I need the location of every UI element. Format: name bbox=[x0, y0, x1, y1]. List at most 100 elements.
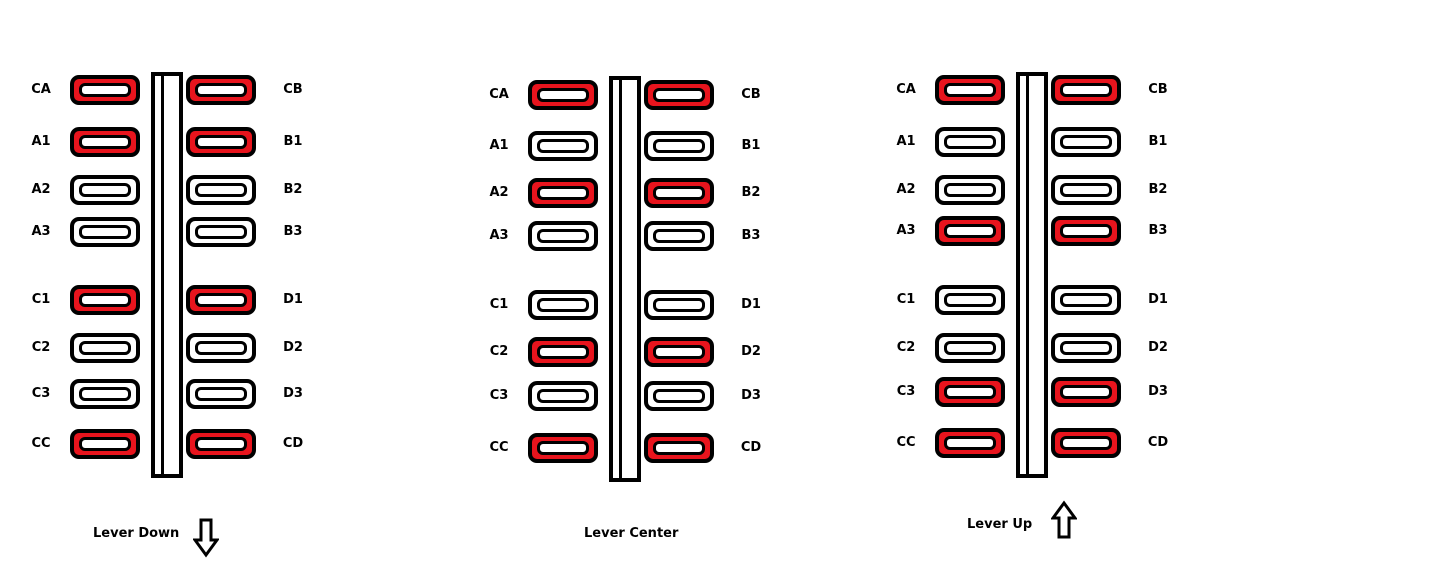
contact-c2 bbox=[528, 337, 598, 367]
contact-label: CD bbox=[740, 440, 762, 455]
contact-label: C3 bbox=[31, 386, 51, 401]
contact-c3 bbox=[70, 379, 140, 409]
contact-a2 bbox=[528, 178, 598, 208]
contact-c2 bbox=[935, 333, 1005, 363]
contact-c1 bbox=[528, 290, 598, 320]
contact-cd bbox=[1051, 428, 1121, 458]
contact-label: B3 bbox=[1148, 223, 1168, 238]
contact-label: D2 bbox=[741, 344, 761, 359]
contact-label: A2 bbox=[31, 182, 51, 197]
contact-label: CB bbox=[1148, 82, 1168, 97]
contact-b2 bbox=[1051, 175, 1121, 205]
contact-cd bbox=[186, 429, 256, 459]
contact-b1 bbox=[186, 127, 256, 157]
contact-d2 bbox=[644, 337, 714, 367]
contact-a3 bbox=[935, 216, 1005, 246]
contact-label: CD bbox=[1147, 435, 1169, 450]
contact-a1 bbox=[70, 127, 140, 157]
contact-label: A2 bbox=[489, 185, 509, 200]
contact-b1 bbox=[1051, 127, 1121, 157]
contact-ca bbox=[935, 75, 1005, 105]
contact-label: C1 bbox=[489, 297, 509, 312]
contact-cb bbox=[644, 80, 714, 110]
contact-label: A3 bbox=[489, 228, 509, 243]
contact-label: CD bbox=[282, 436, 304, 451]
contact-cb bbox=[186, 75, 256, 105]
lever-position-caption: Lever Up bbox=[967, 517, 1033, 532]
contact-a2 bbox=[935, 175, 1005, 205]
contact-label: CC bbox=[489, 440, 509, 455]
contact-label: B2 bbox=[741, 185, 761, 200]
contact-label: C2 bbox=[896, 340, 916, 355]
contact-label: CA bbox=[31, 82, 51, 97]
contact-a2 bbox=[70, 175, 140, 205]
contact-d1 bbox=[186, 285, 256, 315]
contact-label: D3 bbox=[283, 386, 303, 401]
lever-position-caption: Lever Center bbox=[584, 526, 679, 541]
contact-label: D3 bbox=[1148, 384, 1168, 399]
contact-cc bbox=[935, 428, 1005, 458]
contact-label: B2 bbox=[1148, 182, 1168, 197]
contact-a3 bbox=[528, 221, 598, 251]
contact-label: C2 bbox=[489, 344, 509, 359]
contact-label: C3 bbox=[896, 384, 916, 399]
contact-label: D1 bbox=[283, 292, 303, 307]
contact-d2 bbox=[1051, 333, 1121, 363]
lever-bar bbox=[609, 76, 641, 482]
contact-b2 bbox=[186, 175, 256, 205]
contact-a3 bbox=[70, 217, 140, 247]
contact-d3 bbox=[644, 381, 714, 411]
contact-cc bbox=[528, 433, 598, 463]
contact-cc bbox=[70, 429, 140, 459]
contact-ca bbox=[528, 80, 598, 110]
lever-bar bbox=[1016, 72, 1048, 478]
contact-label: D1 bbox=[741, 297, 761, 312]
contact-label: C1 bbox=[896, 292, 916, 307]
contact-c1 bbox=[70, 285, 140, 315]
contact-c3 bbox=[935, 377, 1005, 407]
contact-label: CA bbox=[896, 82, 916, 97]
contact-label: C3 bbox=[489, 388, 509, 403]
contact-label: CB bbox=[741, 87, 761, 102]
contact-d1 bbox=[1051, 285, 1121, 315]
up-arrow-icon bbox=[1051, 500, 1077, 539]
contact-b3 bbox=[186, 217, 256, 247]
contact-cb bbox=[1051, 75, 1121, 105]
contact-label: A2 bbox=[896, 182, 916, 197]
lever-bar bbox=[151, 72, 183, 478]
contact-label: B3 bbox=[741, 228, 761, 243]
contact-label: B1 bbox=[741, 138, 761, 153]
lever-position-caption: Lever Down bbox=[93, 526, 180, 541]
contact-d3 bbox=[1051, 377, 1121, 407]
contact-label: CC bbox=[896, 435, 916, 450]
contact-label: A1 bbox=[489, 138, 509, 153]
contact-b2 bbox=[644, 178, 714, 208]
contact-label: C2 bbox=[31, 340, 51, 355]
contact-b3 bbox=[1051, 216, 1121, 246]
contact-cd bbox=[644, 433, 714, 463]
contact-label: C1 bbox=[31, 292, 51, 307]
contact-label: B2 bbox=[283, 182, 303, 197]
contact-a1 bbox=[528, 131, 598, 161]
contact-label: D3 bbox=[741, 388, 761, 403]
contact-label: CB bbox=[283, 82, 303, 97]
contact-d2 bbox=[186, 333, 256, 363]
down-arrow-icon bbox=[193, 518, 219, 558]
contact-label: CA bbox=[489, 87, 509, 102]
contact-d3 bbox=[186, 379, 256, 409]
contact-b1 bbox=[644, 131, 714, 161]
contact-label: D2 bbox=[283, 340, 303, 355]
contact-label: D2 bbox=[1148, 340, 1168, 355]
contact-d1 bbox=[644, 290, 714, 320]
contact-label: CC bbox=[31, 436, 51, 451]
contact-label: A1 bbox=[896, 134, 916, 149]
contact-label: B1 bbox=[283, 134, 303, 149]
contact-b3 bbox=[644, 221, 714, 251]
contact-label: D1 bbox=[1148, 292, 1168, 307]
contact-c1 bbox=[935, 285, 1005, 315]
contact-label: A1 bbox=[31, 134, 51, 149]
contact-label: B3 bbox=[283, 224, 303, 239]
